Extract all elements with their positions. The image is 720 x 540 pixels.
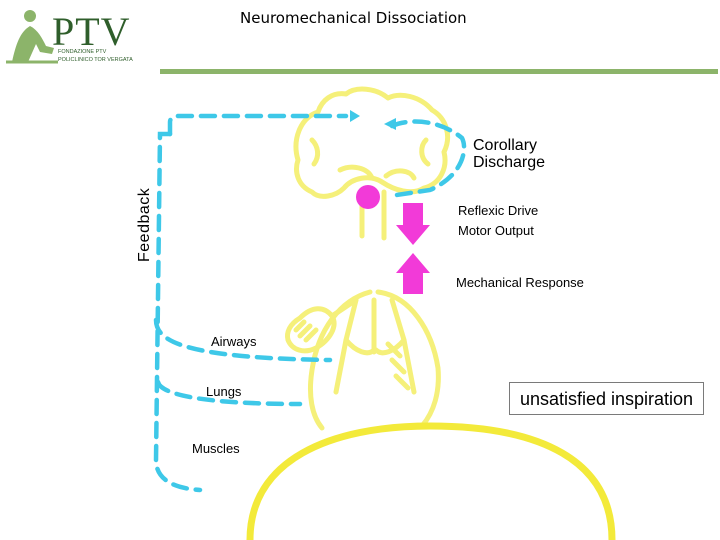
mechanical-response-label: Mechanical Response	[456, 275, 584, 290]
diaphragm	[246, 422, 616, 540]
reflexic-drive-arrow	[396, 203, 430, 245]
logo-name: PTV	[52, 9, 131, 54]
mechanical-response-arrow	[396, 253, 430, 294]
ptv-logo	[2, 4, 152, 66]
brainstem-node	[356, 185, 380, 209]
lungs-outline	[307, 289, 441, 431]
logo-subtitle: FONDAZIONE PTV POLICLINICO TOR VERGATA	[58, 48, 133, 64]
airways-label: Airways	[211, 334, 257, 349]
feedback-arrowhead-left	[384, 118, 396, 130]
reflexic-drive-label: Reflexic Drive	[458, 203, 539, 218]
feedback-arrowhead-right	[350, 110, 360, 122]
motor-output-label: Motor Output	[458, 223, 534, 238]
corollary-discharge-label: Corollary Discharge	[473, 137, 545, 171]
brain-outline	[293, 86, 450, 199]
page-title: Neuromechanical Dissociation	[240, 9, 467, 27]
feedback-label: Feedback	[136, 187, 153, 262]
feedback-loop	[153, 113, 467, 493]
lungs-label: Lungs	[206, 384, 242, 399]
airways-outline	[285, 297, 359, 354]
unsatisfied-inspiration-box: unsatisfied inspiration	[509, 382, 704, 415]
muscles-label: Muscles	[192, 441, 240, 456]
header-rule	[160, 69, 718, 74]
logo-subtitle-line2: POLICLINICO TOR VERGATA	[58, 57, 133, 63]
corollary-line2: Discharge	[473, 154, 546, 171]
logo-subtitle-line1: FONDAZIONE PTV	[58, 49, 107, 55]
logo-figure-icon	[6, 10, 58, 64]
corollary-line1: Corollary	[473, 137, 538, 154]
